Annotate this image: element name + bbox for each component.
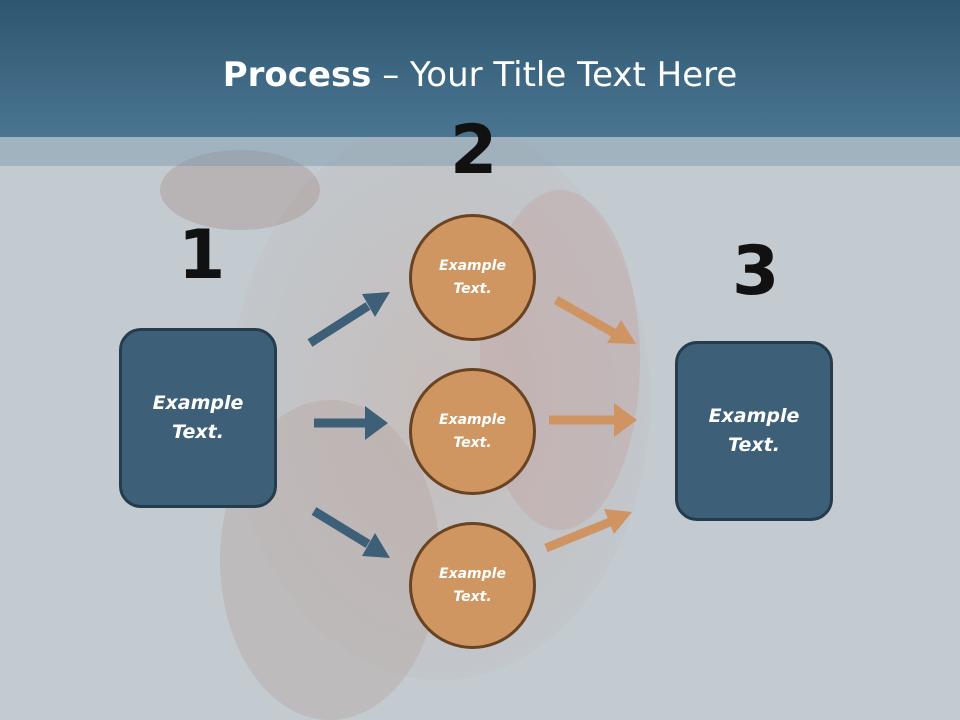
- arrow-orange-straight: [549, 403, 637, 437]
- title-bold: Process: [222, 55, 372, 95]
- title-band: [0, 0, 960, 137]
- arrow-orange-up: [544, 509, 632, 553]
- right-box-label: Example Text.: [708, 405, 800, 456]
- arrow-orange-down: [553, 296, 636, 344]
- circle-middle: Example Text.: [409, 368, 536, 495]
- left-box-label: Example Text.: [152, 392, 244, 443]
- step-number-2: 2: [450, 111, 498, 190]
- step-number-3: 3: [732, 232, 780, 311]
- title-sub-band: [0, 137, 960, 166]
- right-box: Example Text.: [675, 341, 833, 521]
- title-rest: – Your Title Text Here: [371, 55, 738, 95]
- circle-middle-label: Example Text.: [439, 411, 506, 451]
- arrow-blue-down: [311, 507, 390, 558]
- arrow-blue-up: [307, 292, 390, 347]
- circle-bottom: Example Text.: [409, 522, 536, 649]
- circle-bottom-label: Example Text.: [439, 565, 506, 605]
- arrow-blue-straight: [314, 406, 388, 440]
- circle-top-label: Example Text.: [439, 257, 506, 297]
- left-box: Example Text.: [119, 328, 277, 508]
- step-number-1: 1: [178, 216, 226, 295]
- slide-title: Process – Your Title Text Here: [0, 50, 960, 100]
- circle-top: Example Text.: [409, 214, 536, 341]
